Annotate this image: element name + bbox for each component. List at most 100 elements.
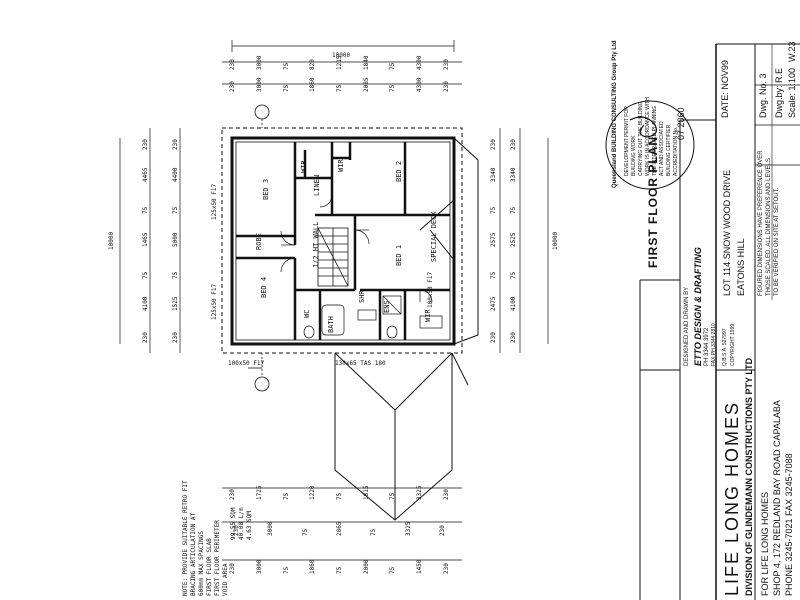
dimension-value: 3340 bbox=[490, 167, 497, 183]
half-height-wall-label: 1/2 HT WALL bbox=[312, 221, 320, 268]
dimension-value: 75 bbox=[336, 84, 343, 92]
designed-by-label: DESIGNED AND DRAWN BY bbox=[684, 286, 690, 366]
dimension-value: 230 bbox=[229, 59, 237, 70]
dim-top-overall: 10000 bbox=[332, 52, 351, 59]
stamp-line-2: BUILDING WORK bbox=[631, 135, 637, 176]
dimension-value: 230 bbox=[442, 563, 450, 574]
designer-phone: PH 3344 3972 bbox=[704, 327, 710, 366]
dimension-value: 4300 bbox=[416, 77, 423, 92]
room-label-robe: ROBE bbox=[255, 233, 263, 250]
dimension-value: 3325 bbox=[404, 521, 412, 536]
note-1: NOTE: PROVIDE SUITABLE RETRO FIT bbox=[182, 480, 189, 596]
dimension-value: 1860 bbox=[309, 559, 317, 574]
dimension-value: 75 bbox=[301, 528, 309, 536]
external-walls-inner bbox=[235, 141, 451, 341]
stamp-line-6: ACT AND ASSOCIATED bbox=[659, 121, 665, 176]
room-label-bed1: BED 1 bbox=[395, 244, 403, 266]
dimension-value: 75 bbox=[389, 492, 397, 500]
dimension-value: 75 bbox=[510, 207, 517, 215]
note-figured-3: TO BE VERIFIED ON SITE AT SETOUT. bbox=[774, 187, 780, 296]
dimension-value: 230 bbox=[442, 81, 450, 92]
dimension-value: 75 bbox=[142, 207, 149, 215]
stairs bbox=[317, 227, 349, 287]
fixtures bbox=[303, 295, 443, 339]
dimension-value: 230 bbox=[442, 59, 450, 70]
beam-label-top: 125x50 F17 bbox=[211, 183, 218, 220]
room-label-shr: SHR bbox=[358, 290, 366, 303]
certifier-stamp bbox=[605, 100, 695, 190]
drawing-scale: Scale: 1:100 bbox=[787, 67, 797, 118]
dimension-value: 4100 bbox=[142, 296, 149, 311]
dimension-value: 3000 bbox=[256, 55, 263, 70]
qbsa-number: Q.B.S.A. 527997 bbox=[722, 328, 728, 366]
client-phone: PHONE 3245-7021 FAX 3245-7088 bbox=[784, 453, 794, 596]
dimension-value: 1450 bbox=[416, 559, 423, 574]
dimension-value: 4100 bbox=[510, 296, 517, 311]
dimension-value: 1815 bbox=[362, 485, 370, 500]
room-label-wir-c: WIR bbox=[424, 309, 432, 322]
internal-walls bbox=[236, 142, 450, 340]
dimension-value: 75 bbox=[490, 271, 497, 279]
left-dimension-lines bbox=[119, 128, 181, 353]
dimension-value: 75 bbox=[389, 566, 397, 574]
beam-label-right: 100x50 F17 bbox=[427, 271, 434, 308]
dimension-value: 3000 bbox=[256, 559, 263, 574]
beam-label-left: 125x50 F17 bbox=[211, 283, 218, 320]
suburb: EATONS HILL bbox=[736, 238, 746, 296]
room-label-bed4: BED 4 bbox=[260, 276, 268, 298]
area-b: 40.08 L/m bbox=[238, 507, 245, 540]
dimension-value: 1465 bbox=[142, 232, 149, 247]
beam-label-bottom-a: 100x50 F17 bbox=[228, 360, 265, 367]
stamp-line-3: CARRYING OUT THE BUILDING bbox=[638, 101, 644, 176]
dimension-value: 75 bbox=[282, 566, 290, 574]
company-division: DIVISION OF GLINDEMANN CONSTRUCTIONS PTY… bbox=[744, 357, 754, 596]
dimension-value: 75 bbox=[172, 207, 179, 215]
designer-fax: FAX PH 3344 2810 bbox=[711, 323, 717, 366]
dimension-value: 75 bbox=[282, 492, 290, 500]
dimension-value: 2000 bbox=[362, 559, 370, 574]
right-dimension-lines bbox=[499, 128, 549, 353]
dimension-value: 1725 bbox=[256, 485, 263, 500]
room-label-wc: WC bbox=[303, 309, 311, 318]
external-walls bbox=[230, 136, 456, 346]
roof-lines bbox=[334, 137, 479, 521]
stamp-line-4: WORK IS IN ACCORDANCE WITH bbox=[645, 97, 651, 176]
company-name: LIFE LONG HOMES bbox=[722, 400, 742, 596]
dimension-value: 5000 bbox=[172, 232, 179, 247]
room-label-ens: ENS bbox=[383, 300, 391, 313]
dimension-value: 75 bbox=[282, 84, 290, 92]
dimension-value: 1215 bbox=[336, 55, 343, 70]
area-c: 4.63 SQM bbox=[246, 511, 253, 540]
area-a: 99.55 SQM bbox=[230, 507, 237, 540]
dimension-value: 2575 bbox=[490, 232, 497, 247]
dimension-value: 230 bbox=[490, 139, 497, 151]
dimension-value: 2085 bbox=[362, 77, 370, 92]
dimension-value: 75 bbox=[490, 207, 497, 215]
room-label-wir-a: WIR bbox=[300, 160, 308, 173]
dim-left-overall: 10000 bbox=[108, 231, 115, 250]
stamp-line-7: BUILDING CERTIFIER bbox=[666, 124, 672, 176]
note-3: 600mm MAX SPACINGS bbox=[198, 530, 205, 596]
roof-outline bbox=[221, 127, 463, 354]
room-label-bed3: BED 3 bbox=[262, 178, 270, 200]
dimension-value: 75 bbox=[282, 62, 290, 70]
dimension-value: 3340 bbox=[510, 167, 517, 183]
bottom-dimension-lines bbox=[222, 487, 462, 561]
dimension-value: 75 bbox=[370, 528, 378, 536]
dimension-value: 75 bbox=[510, 271, 517, 279]
dimension-value: 230 bbox=[510, 139, 517, 151]
section-markers bbox=[248, 104, 270, 392]
dimension-value: 75 bbox=[142, 271, 149, 279]
dimension-value: 230 bbox=[438, 525, 446, 536]
dimension-value: 1220 bbox=[309, 485, 317, 500]
dimension-value: 2525 bbox=[510, 232, 517, 247]
note-6: VOID AREA bbox=[222, 563, 229, 596]
dimension-value: 230 bbox=[490, 332, 497, 343]
dimension-value: 75 bbox=[389, 84, 397, 92]
room-label-bed2: BED 2 bbox=[395, 160, 403, 182]
room-label-deck: SPECIAL DECK bbox=[430, 211, 438, 262]
client-name: FOR LIFE LONG HOMES bbox=[760, 491, 770, 596]
room-label-wir-b: WIR bbox=[337, 159, 345, 172]
dimension-value: 230 bbox=[229, 81, 237, 92]
